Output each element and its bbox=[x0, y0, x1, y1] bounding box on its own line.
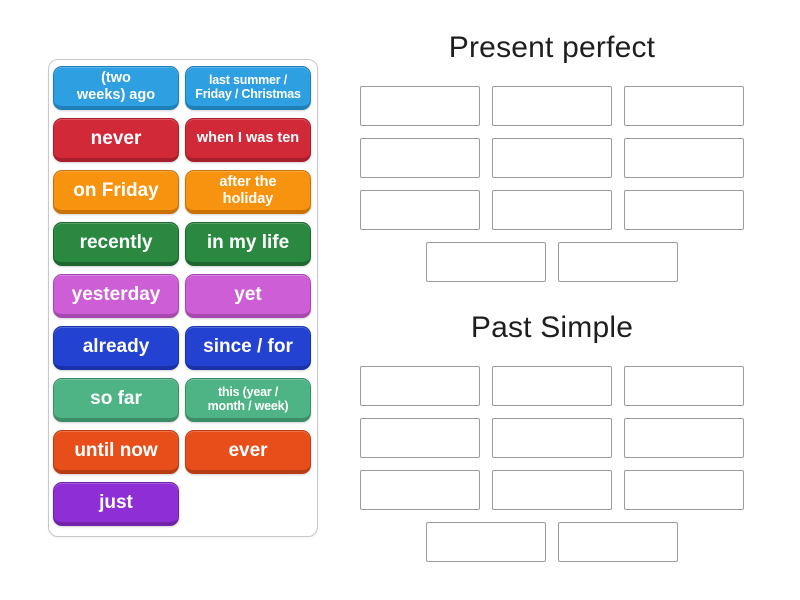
word-tile-recently[interactable]: recently bbox=[53, 222, 179, 266]
drop-slot[interactable] bbox=[492, 138, 612, 178]
drop-slot[interactable] bbox=[624, 138, 744, 178]
drop-slot[interactable] bbox=[558, 522, 678, 562]
word-tile-after-the-holiday[interactable]: after the holiday bbox=[185, 170, 311, 214]
group-present-perfect: Present perfect bbox=[352, 28, 752, 282]
word-tile-until-now[interactable]: until now bbox=[53, 430, 179, 474]
group-title-past-simple: Past Simple bbox=[470, 311, 634, 344]
drop-slot[interactable] bbox=[360, 418, 480, 458]
drop-slot[interactable] bbox=[624, 418, 744, 458]
word-tile-yesterday[interactable]: yesterday bbox=[53, 274, 179, 318]
drop-slot[interactable] bbox=[624, 86, 744, 126]
group-title-present-perfect: Present perfect bbox=[448, 31, 656, 64]
drop-slot[interactable] bbox=[492, 470, 612, 510]
word-tile-when-i-was-ten[interactable]: when I was ten bbox=[185, 118, 311, 162]
drop-slot[interactable] bbox=[360, 190, 480, 230]
groups-area: Present perfect Past Simple bbox=[352, 28, 752, 562]
drop-slot[interactable] bbox=[492, 190, 612, 230]
word-tile-never[interactable]: never bbox=[53, 118, 179, 162]
drop-slot[interactable] bbox=[360, 470, 480, 510]
drop-slot[interactable] bbox=[360, 366, 480, 406]
drop-slot[interactable] bbox=[426, 522, 546, 562]
word-tile-on-friday[interactable]: on Friday bbox=[53, 170, 179, 214]
drop-slot[interactable] bbox=[492, 418, 612, 458]
word-tile-yet[interactable]: yet bbox=[185, 274, 311, 318]
drop-slot[interactable] bbox=[360, 138, 480, 178]
word-tile-last-summer-friday-christmas[interactable]: last summer / Friday / Christmas bbox=[185, 66, 311, 110]
group-slots-past-simple bbox=[360, 366, 744, 562]
word-tile-ever[interactable]: ever bbox=[185, 430, 311, 474]
group-slots-present-perfect bbox=[360, 86, 744, 282]
drop-slot[interactable] bbox=[558, 242, 678, 282]
drop-slot[interactable] bbox=[624, 366, 744, 406]
word-tile-just[interactable]: just bbox=[53, 482, 179, 526]
drop-slot[interactable] bbox=[492, 86, 612, 126]
drop-slot[interactable] bbox=[426, 242, 546, 282]
word-tile-in-my-life[interactable]: in my life bbox=[185, 222, 311, 266]
group-past-simple: Past Simple bbox=[352, 308, 752, 562]
word-tile-two-weeks-ago[interactable]: (two weeks) ago bbox=[53, 66, 179, 110]
drop-slot[interactable] bbox=[360, 86, 480, 126]
drop-slot[interactable] bbox=[624, 190, 744, 230]
word-tile-this-year-month-week[interactable]: this (year / month / week) bbox=[185, 378, 311, 422]
word-tile-so-far[interactable]: so far bbox=[53, 378, 179, 422]
drop-slot[interactable] bbox=[492, 366, 612, 406]
word-tile-already[interactable]: already bbox=[53, 326, 179, 370]
word-tile-since-for[interactable]: since / for bbox=[185, 326, 311, 370]
drop-slot[interactable] bbox=[624, 470, 744, 510]
